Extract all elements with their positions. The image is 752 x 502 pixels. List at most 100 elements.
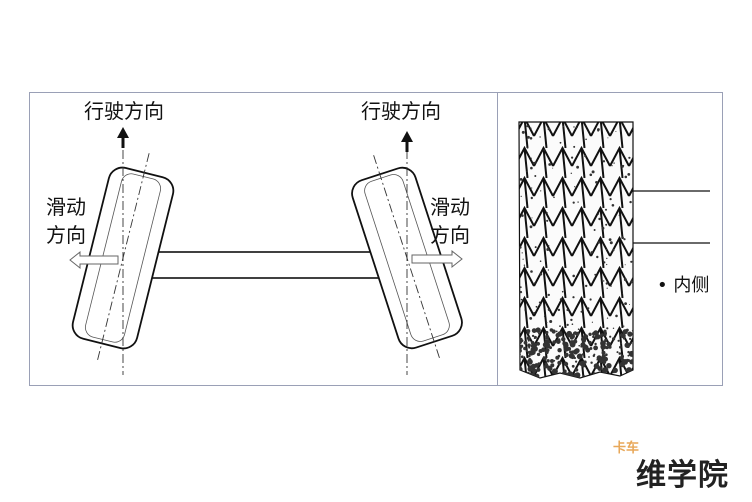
- left-travel-arrow: [117, 127, 129, 148]
- tread-wear-speck: [544, 342, 551, 349]
- tread-chevron: [552, 265, 573, 299]
- tread-texture-speck: [573, 126, 575, 128]
- tread-texture-speck: [519, 178, 523, 181]
- tread-wear-speck: [561, 337, 566, 342]
- tread-texture-speck: [606, 263, 608, 266]
- tread-chevron: [519, 145, 535, 179]
- tread-texture-speck: [606, 287, 608, 289]
- tread-wear-speck: [531, 328, 537, 333]
- tread-texture-speck: [623, 238, 626, 241]
- slide-direction-label-left-2: 方向: [46, 223, 86, 247]
- tread-texture-speck: [611, 165, 613, 167]
- tread-texture-speck: [549, 320, 553, 323]
- tread-wear-speck: [547, 359, 550, 363]
- tread-wear-speck: [555, 376, 562, 378]
- tread-texture-speck: [548, 163, 552, 166]
- tread-wear-speck: [579, 361, 583, 366]
- tread-wear-speck: [536, 367, 541, 372]
- tread-texture-speck: [609, 241, 613, 245]
- tread-chevron: [571, 295, 592, 329]
- tread-texture-speck: [535, 305, 538, 308]
- tread-wear-speck: [557, 338, 561, 342]
- tread-texture-speck: [580, 310, 583, 313]
- tread-wear-speck: [612, 337, 616, 341]
- tread-texture-speck: [529, 225, 533, 229]
- tread-wear-speck: [575, 360, 578, 363]
- tread-texture-speck: [622, 164, 625, 167]
- tread-wear-speck: [616, 351, 619, 354]
- tread-wear-speck: [527, 339, 530, 342]
- tread-wear-speck: [550, 363, 555, 368]
- tread-chevron: [519, 175, 535, 209]
- tread-wear-speck: [552, 340, 557, 344]
- tread-texture-speck: [607, 137, 609, 139]
- tread-texture-speck: [552, 167, 554, 169]
- tread-texture-speck: [530, 196, 533, 200]
- tread-wear-speck: [547, 365, 553, 371]
- tread-texture-speck: [576, 165, 579, 169]
- tread-texture-speck: [519, 286, 522, 289]
- tread-chevron: [552, 175, 573, 209]
- tread-wear-speck: [570, 372, 573, 375]
- tread-texture-speck: [534, 175, 537, 177]
- tread-wear-speck: [528, 353, 531, 356]
- tread-wear-speck: [521, 374, 528, 378]
- tread-texture-speck: [530, 157, 532, 159]
- tread-texture-speck: [519, 290, 523, 294]
- tread-wear-speck: [590, 361, 593, 364]
- tread-wear-speck: [575, 331, 580, 336]
- tread-chevron: [571, 235, 592, 269]
- tread-wear-speck: [527, 358, 533, 365]
- tread-wear-speck: [583, 374, 585, 377]
- tread-chevron: [553, 388, 572, 418]
- tread-wear-speck: [555, 330, 558, 333]
- tread-chevron: [552, 122, 573, 149]
- tread-texture-speck: [520, 195, 522, 197]
- tread-wear-speck: [600, 345, 603, 347]
- tread-chevron: [591, 388, 610, 418]
- tread-chevron: [610, 388, 629, 418]
- tread-texture-speck: [570, 318, 573, 322]
- tread-texture-speck: [538, 301, 541, 304]
- tread-wear-speck: [603, 356, 608, 362]
- tread-wear-speck: [592, 375, 599, 378]
- tread-wear-speck: [603, 367, 609, 373]
- tread-wear-speck: [604, 338, 608, 342]
- tread-texture-speck: [532, 161, 536, 165]
- tread-wear-speck: [527, 366, 534, 372]
- tread-texture-speck: [603, 280, 605, 282]
- tread-texture-speck: [534, 246, 537, 249]
- tread-chevron: [628, 325, 633, 359]
- tread-chevron: [519, 295, 535, 329]
- tread-wear-speck: [569, 341, 576, 348]
- tread-chevron: [628, 145, 633, 179]
- tread-wear-speck: [555, 332, 561, 338]
- tread-texture-speck: [553, 196, 555, 199]
- tread-wear-speck: [596, 358, 599, 361]
- tread-texture-speck: [547, 293, 550, 297]
- tread-chevron: [629, 388, 648, 418]
- tread-chevron: [515, 388, 534, 418]
- tread-texture-speck: [559, 298, 562, 301]
- tread-wear-speck: [537, 362, 541, 366]
- tread-wear-speck: [542, 356, 547, 361]
- tread-wear-speck: [630, 361, 633, 364]
- tread-wear-speck: [612, 367, 618, 373]
- tread-wear-speck: [631, 329, 633, 332]
- tread-texture-speck: [557, 308, 561, 312]
- slide-direction-label-left-1: 滑动: [46, 195, 86, 219]
- tread-chevron: [590, 122, 611, 149]
- tread-wear-speck: [527, 332, 530, 335]
- tread-wear-speck: [534, 346, 538, 350]
- tread-texture-speck: [605, 223, 608, 226]
- tread-wear-speck: [576, 353, 583, 360]
- tread-wear-speck: [520, 355, 524, 359]
- tread-chevron: [628, 235, 633, 269]
- tread-wear-speck: [525, 349, 528, 353]
- tread-texture-speck: [597, 129, 600, 132]
- tread-wear-speck: [527, 350, 532, 354]
- tread-texture-speck: [597, 241, 601, 244]
- tread-wear-speck: [592, 354, 595, 358]
- tread-chevron: [609, 122, 630, 149]
- tread-wear-speck: [629, 337, 632, 340]
